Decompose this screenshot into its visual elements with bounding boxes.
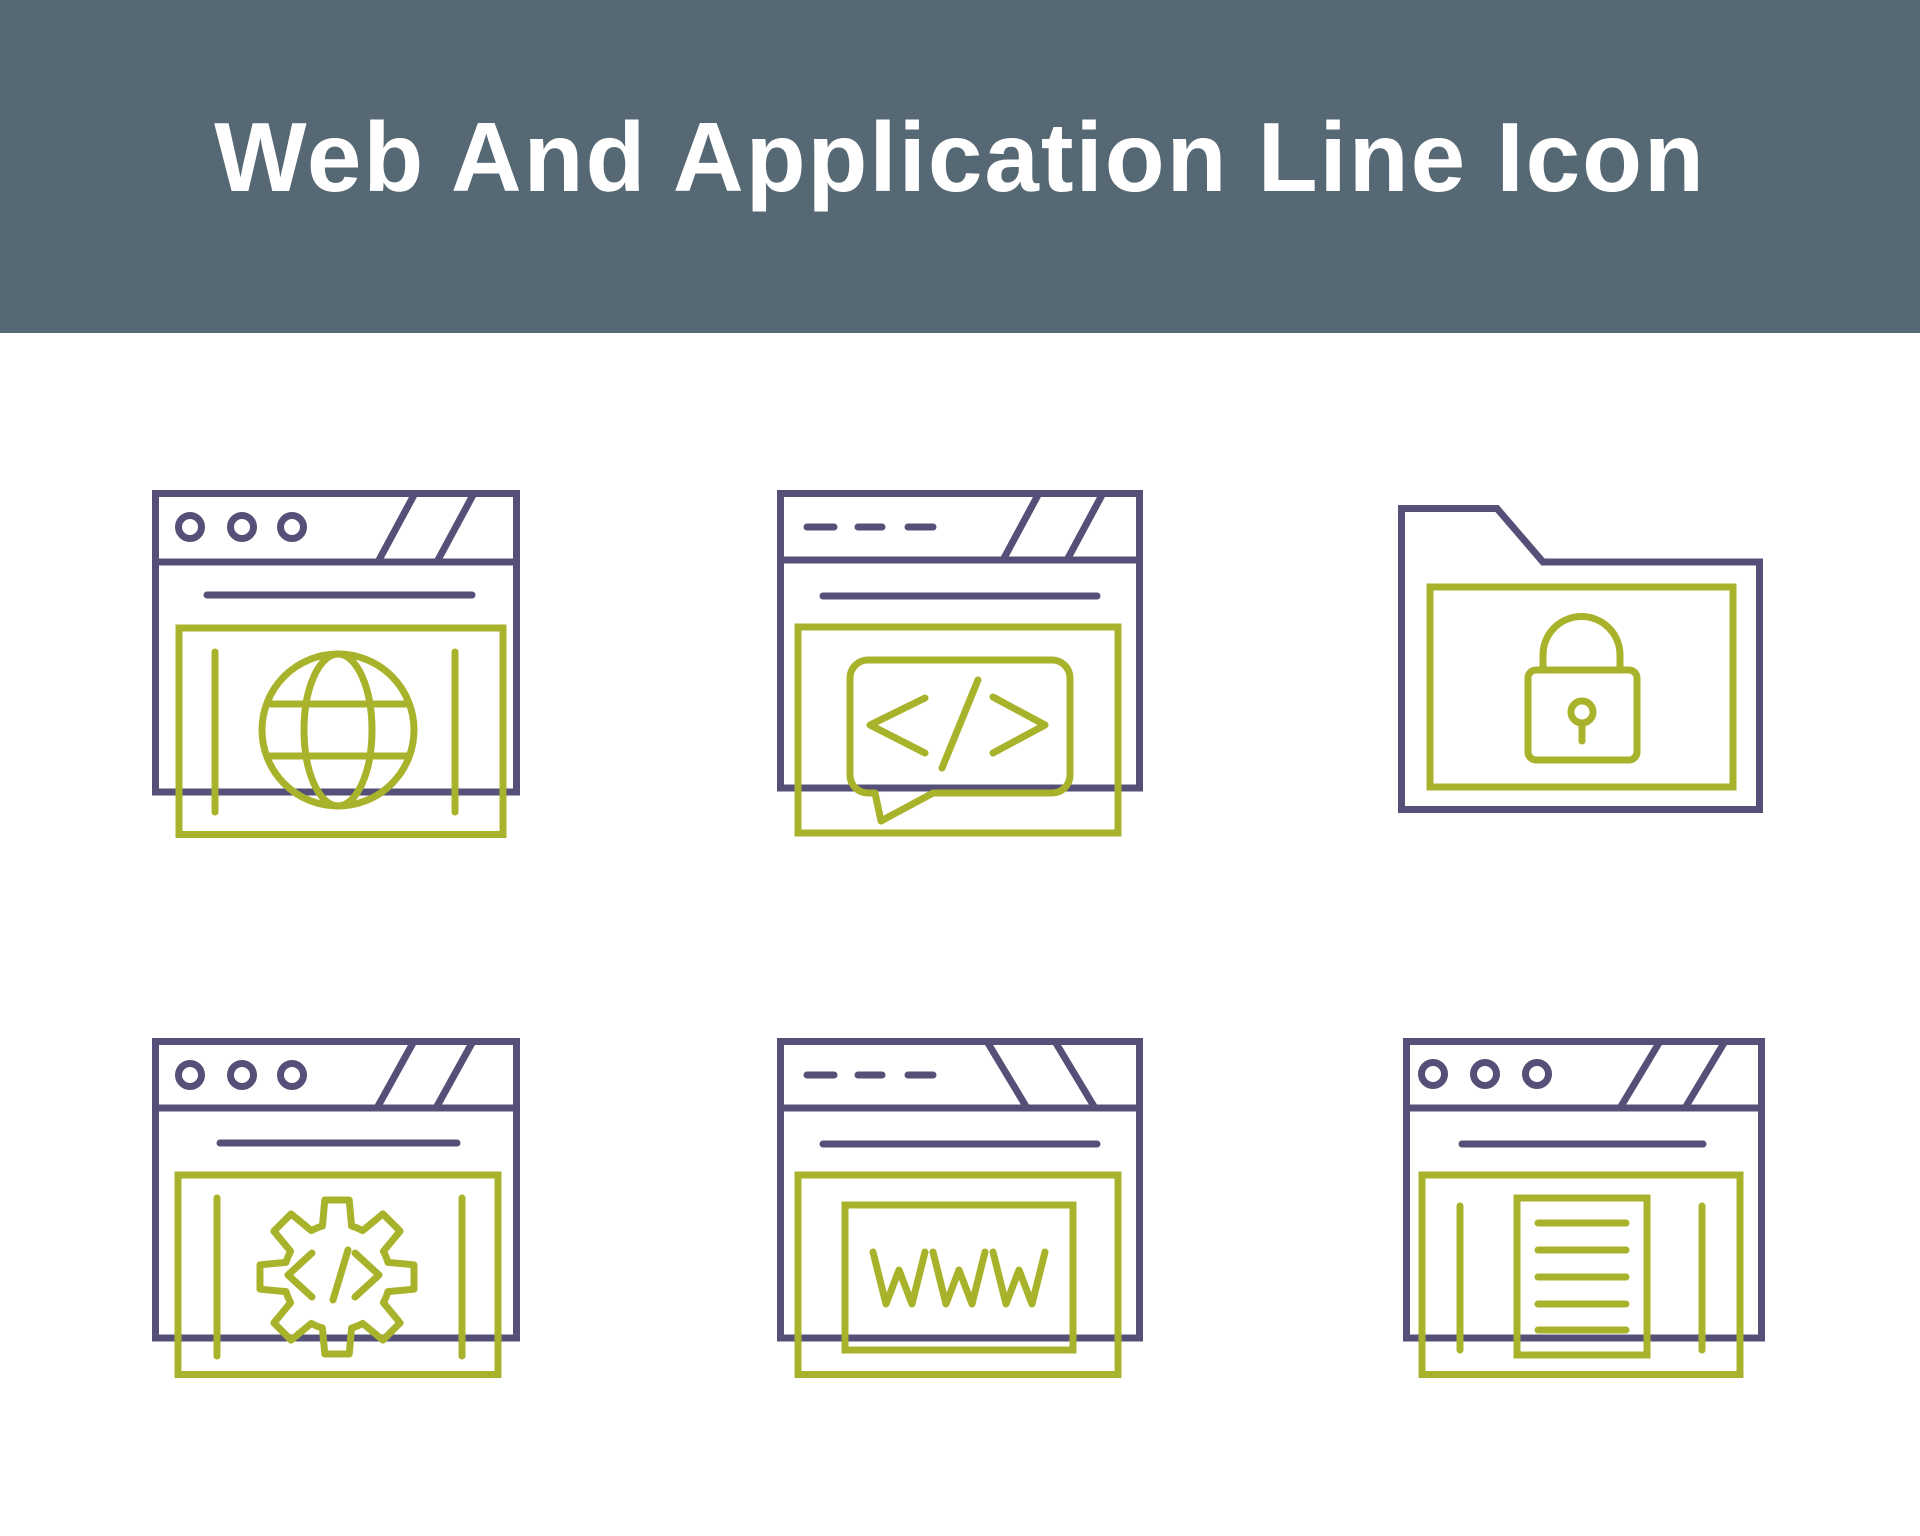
www-glyph xyxy=(869,1248,1049,1308)
browser-globe-svg xyxy=(152,490,520,838)
page-title: Web And Application Line Icon xyxy=(214,102,1706,212)
locked-folder-svg xyxy=(1398,505,1763,813)
browser-document-svg xyxy=(1403,1038,1765,1378)
browser-code-bubble-icon xyxy=(777,490,1143,838)
globe-icon xyxy=(258,650,418,810)
browser-globe-icon xyxy=(152,490,520,838)
titlebar-slash-icon xyxy=(434,493,477,562)
titlebar-slash-icon xyxy=(1616,1041,1663,1110)
browser-code-bubble-svg xyxy=(777,490,1143,837)
content-panel xyxy=(1426,583,1737,791)
folder-outline xyxy=(1398,505,1763,813)
content-panel xyxy=(174,1171,502,1378)
browser-frame xyxy=(777,1038,1143,1342)
padlock-icon xyxy=(1524,613,1641,764)
browser-code-gear-svg xyxy=(152,1038,520,1378)
browser-frame xyxy=(152,1038,520,1342)
browser-code-gear-icon xyxy=(152,1038,520,1378)
content-panel xyxy=(175,624,507,838)
titlebar-slash-icon xyxy=(375,493,418,562)
code-glyph xyxy=(284,1246,383,1304)
code-glyph xyxy=(866,676,1049,772)
titlebar-backslash-icon xyxy=(1052,1039,1098,1110)
titlebar-slash-icon xyxy=(373,1041,417,1110)
titlebar-slash-icon xyxy=(1681,1041,1728,1110)
browser-www-icon xyxy=(777,1038,1143,1378)
locked-folder-icon xyxy=(1398,505,1763,813)
code-bubble-icon xyxy=(846,656,1074,825)
browser-frame xyxy=(777,490,1143,792)
document-text-lines xyxy=(1534,1219,1630,1334)
content-panel xyxy=(794,1171,1122,1378)
browser-www-svg xyxy=(777,1038,1143,1378)
browser-frame xyxy=(152,490,520,796)
titlebar-backslash-icon xyxy=(984,1039,1030,1110)
content-panel xyxy=(1418,1171,1744,1378)
content-panel xyxy=(794,623,1122,837)
header-band: Web And Application Line Icon xyxy=(0,0,1920,333)
browser-document-icon xyxy=(1403,1038,1765,1378)
titlebar-slash-icon xyxy=(432,1041,476,1110)
titlebar-slash-icon xyxy=(999,493,1042,562)
gear-icon xyxy=(256,1196,418,1358)
browser-frame xyxy=(1403,1038,1765,1342)
titlebar-slash-icon xyxy=(1063,493,1106,562)
document-icon xyxy=(1513,1194,1651,1359)
